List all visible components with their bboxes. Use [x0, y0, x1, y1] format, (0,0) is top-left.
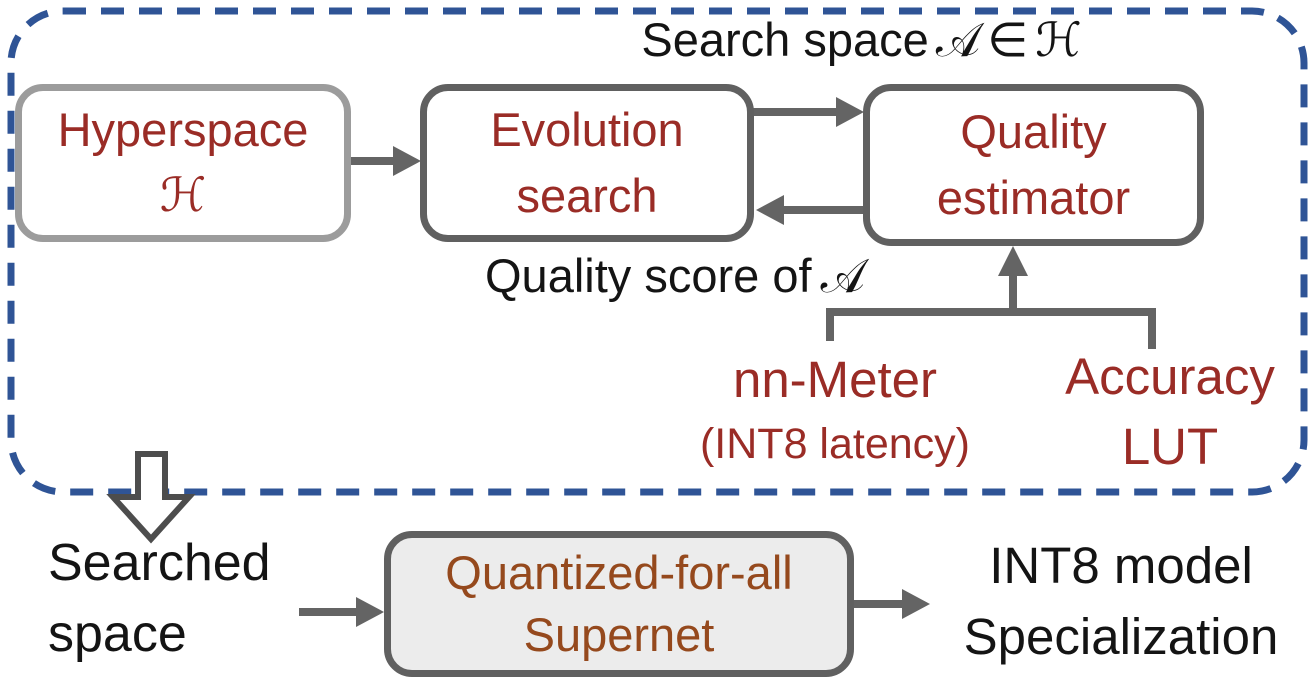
- search-space-label-text: Search space: [641, 13, 929, 66]
- evolution-label-line1: Evolution: [490, 103, 684, 156]
- int8-model-line2: Specialization: [963, 608, 1279, 665]
- nn-meter-label: nn-Meter: [732, 351, 938, 408]
- searched-space-label: Searched space: [48, 528, 271, 670]
- hyperspace-box: Hyperspace ℋ: [15, 84, 351, 242]
- arrow-quality-to-evolution: [756, 195, 865, 225]
- int8-model-line1: INT8 model: [989, 537, 1253, 594]
- evolution-label-line2: search: [516, 169, 658, 222]
- evolution-search-box: Evolution search: [420, 84, 754, 242]
- lut-label: LUT: [1121, 418, 1219, 475]
- searched-space-line1: Searched: [48, 534, 271, 592]
- quality-estimator-box: Quality estimator: [863, 84, 1204, 246]
- quality-score-label-text: Quality score of: [485, 249, 812, 302]
- script-h-symbol: ℋ: [1035, 13, 1082, 68]
- supernet-label-line2: Supernet: [523, 608, 715, 661]
- arrow-inputs-to-quality: [998, 246, 1028, 314]
- arrow-hyperspace-to-evolution: [351, 146, 421, 176]
- hyperspace-label: Hyperspace: [57, 103, 309, 156]
- int8-model-specialization-label: INT8 model Specialization: [925, 530, 1315, 672]
- estimator-inputs-connector: [826, 308, 1156, 349]
- searched-space-line2: space: [48, 605, 187, 663]
- arrow-supernet-to-output: [853, 589, 930, 619]
- arrow-searched-to-supernet: [299, 597, 384, 627]
- hollow-down-arrow: [106, 451, 196, 544]
- element-of-symbol: ∈: [987, 13, 1029, 66]
- supernet-label-line1: Quantized-for-all: [445, 546, 793, 599]
- arrow-evolution-to-quality: [753, 97, 864, 127]
- quality-label-line1: Quality: [960, 105, 1107, 158]
- hyperspace-symbol: ℋ: [159, 168, 207, 223]
- accuracy-label: Accuracy: [1065, 348, 1275, 405]
- dashed-search-region-border: [7, 7, 1308, 496]
- script-a-symbol: 𝒜: [820, 249, 865, 304]
- quality-label-line2: estimator: [936, 171, 1131, 224]
- int8-latency-label: (INT8 latency): [699, 420, 970, 468]
- supernet-box: Quantized-for-all Supernet: [384, 531, 854, 677]
- script-a-symbol: 𝒜: [935, 13, 981, 68]
